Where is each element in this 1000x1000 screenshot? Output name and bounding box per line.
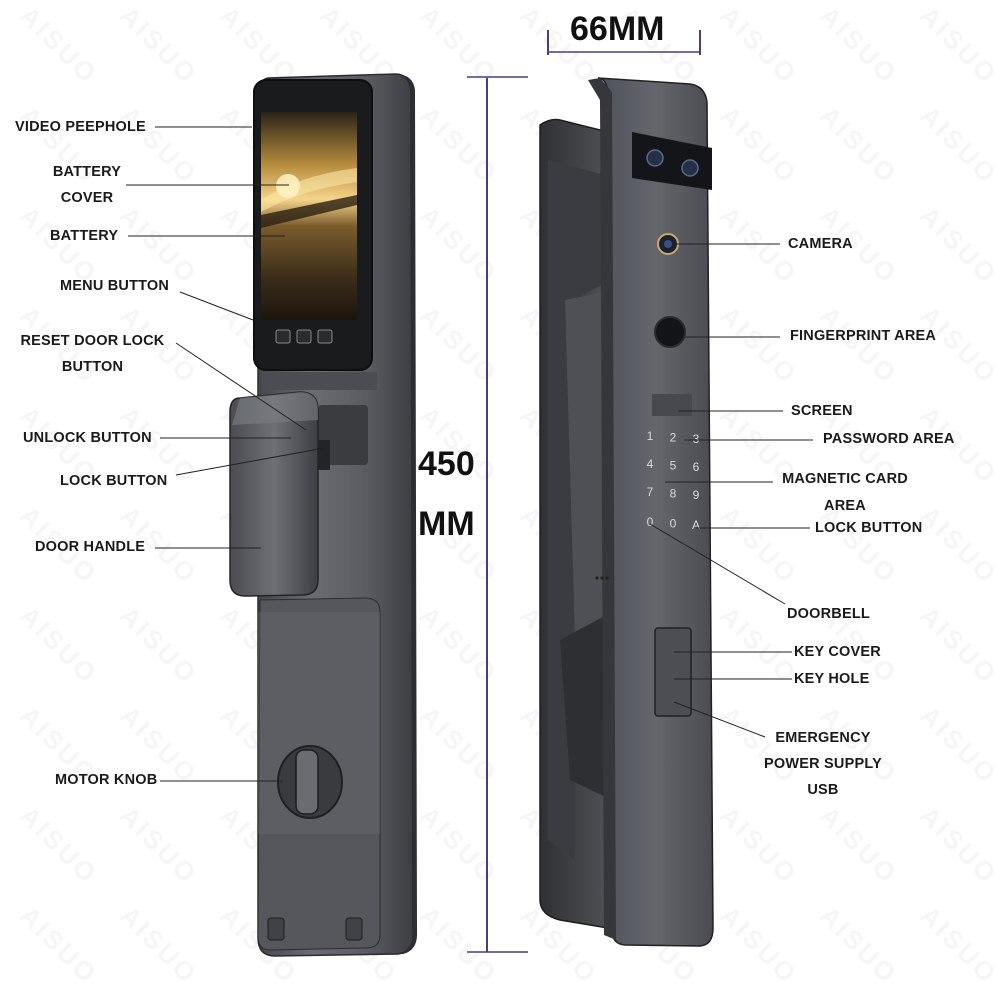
- label-reset-line1: RESET DOOR LOCK: [20, 333, 165, 349]
- label-battery: BATTERY: [50, 228, 119, 244]
- keypad-key: 5: [670, 459, 677, 473]
- label-battery-cover-line2: COVER: [60, 190, 114, 206]
- keypad-key: A: [692, 518, 700, 532]
- keypad-key: 4: [647, 457, 654, 471]
- height-dimension-unit: MM: [418, 505, 475, 543]
- back-lock-view: 1 2 3 4 5 6 7 8 9 0 0 A: [539, 77, 714, 947]
- label-magnetic-card-line1: MAGNETIC CARD: [782, 471, 908, 487]
- dimension-lines: [467, 30, 701, 953]
- width-dimension: 66MM: [570, 10, 665, 48]
- label-fingerprint-area: FINGERPRINT AREA: [790, 328, 937, 344]
- label-key-hole: KEY HOLE: [794, 671, 870, 687]
- height-dimension-value: 450: [418, 445, 475, 483]
- keypad-key: 8: [670, 487, 677, 501]
- label-battery-cover-line1: BATTERY: [52, 164, 122, 180]
- leader-lines: [126, 126, 813, 782]
- label-emergency-line1: EMERGENCY: [775, 730, 871, 746]
- label-lock-button-right: LOCK BUTTON: [815, 520, 923, 536]
- label-video-peephole: VIDEO PEEPHOLE: [15, 119, 146, 135]
- label-lock-button-left: LOCK BUTTON: [60, 473, 168, 489]
- label-reset-line2: BUTTON: [61, 359, 124, 375]
- keypad-key: 0: [670, 517, 677, 531]
- label-camera: CAMERA: [788, 236, 853, 252]
- label-emergency-line2: POWER SUPPLY: [764, 756, 882, 772]
- keypad-key: 7: [647, 485, 654, 499]
- label-emergency-line3: USB: [807, 782, 839, 798]
- keypad-key: 6: [693, 460, 700, 474]
- label-password-area: PASSWORD AREA: [823, 431, 955, 447]
- keypad-key: 1: [647, 429, 654, 443]
- label-screen: SCREEN: [791, 403, 853, 419]
- label-motor-knob: MOTOR KNOB: [55, 772, 158, 788]
- label-menu-button: MENU BUTTON: [60, 278, 170, 294]
- keypad-key: 9: [693, 488, 700, 502]
- keypad-key: 2: [670, 431, 677, 445]
- keypad-key: 3: [693, 432, 700, 446]
- front-lock-view: [229, 73, 418, 957]
- label-unlock-button: UNLOCK BUTTON: [23, 430, 152, 446]
- label-doorbell: DOORBELL: [787, 606, 870, 622]
- keypad: 1 2 3 4 5 6 7 8 9 0 0 A: [647, 429, 700, 532]
- label-magnetic-card-line2: AREA: [824, 498, 866, 514]
- keypad-key: 0: [647, 515, 654, 529]
- label-key-cover: KEY COVER: [794, 644, 881, 660]
- label-door-handle: DOOR HANDLE: [35, 539, 146, 555]
